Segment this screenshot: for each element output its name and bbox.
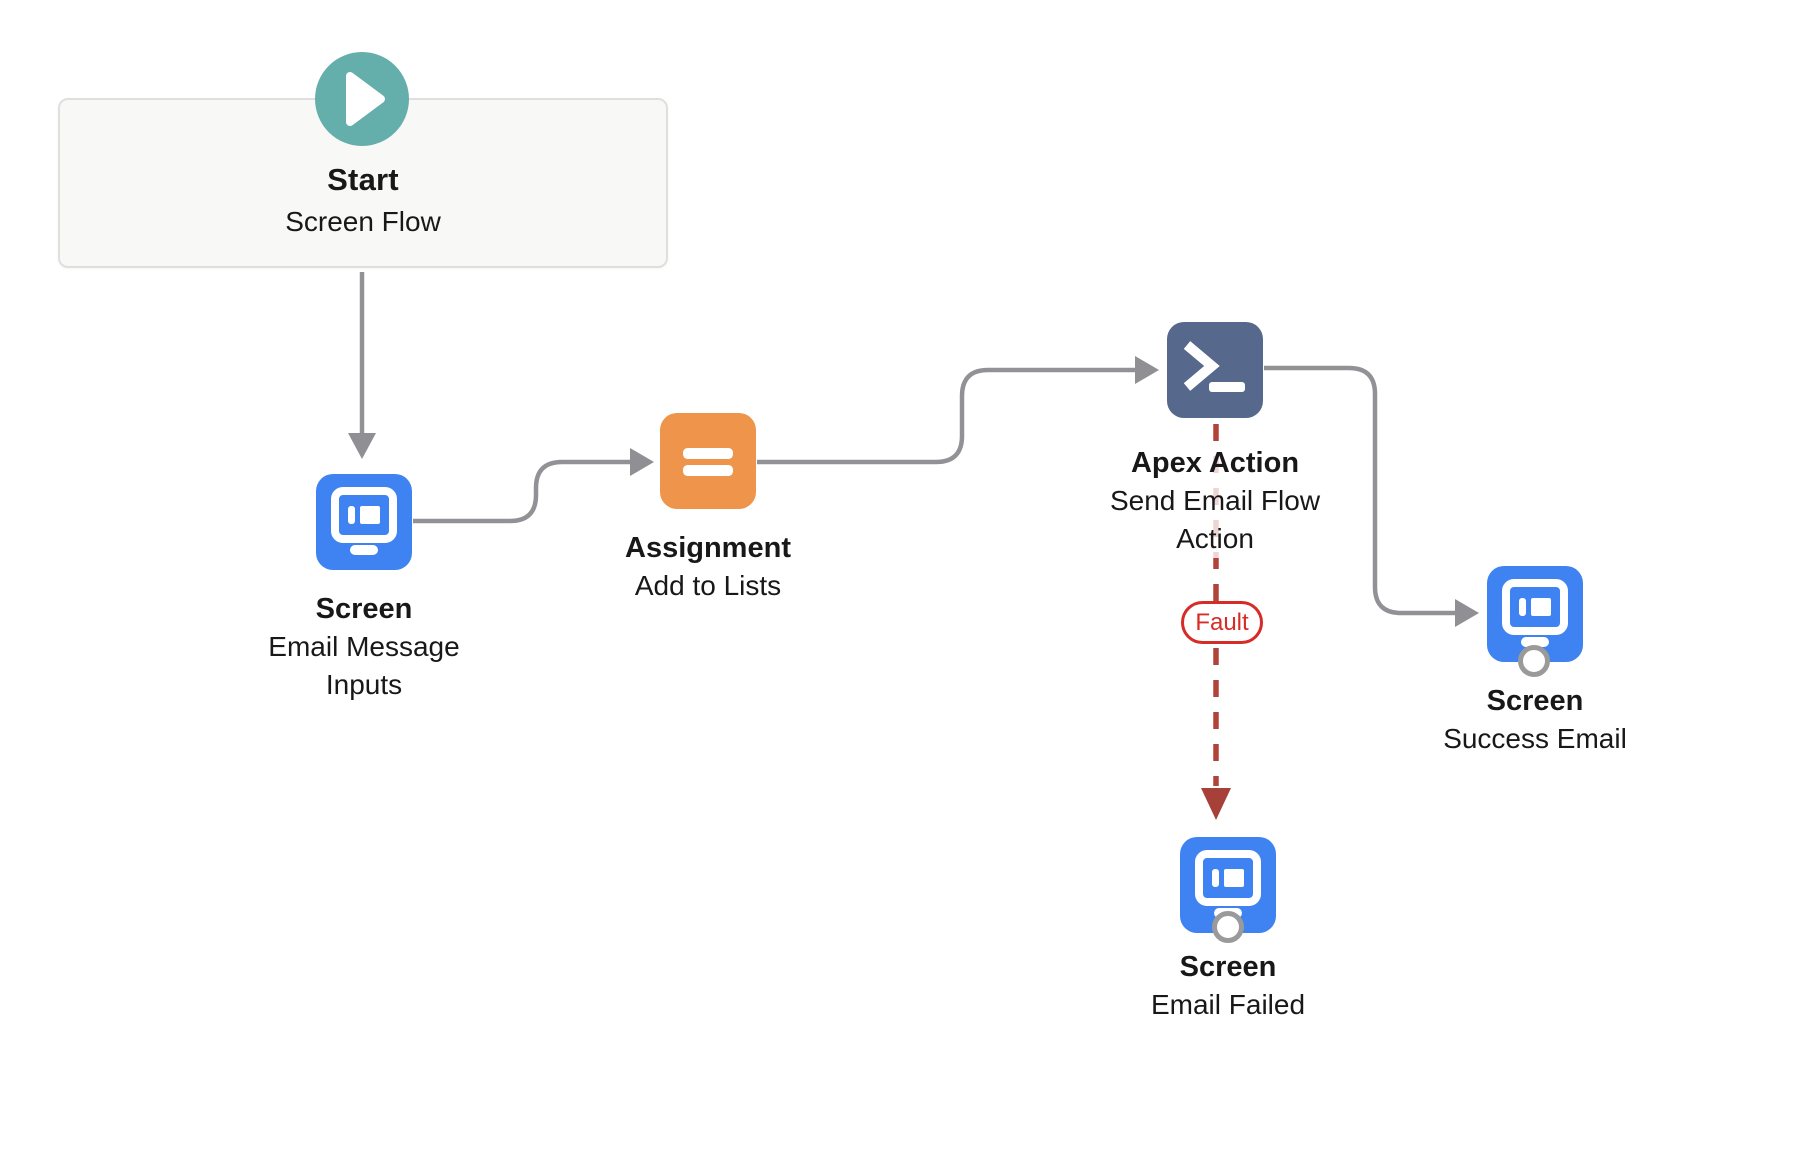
fault-badge-label: Fault (1195, 608, 1249, 636)
node-label-email-message-inputs: Screen Email Message Inputs (234, 590, 494, 704)
node-label-email-failed: Screen Email Failed (1098, 948, 1358, 1024)
play-icon[interactable] (315, 52, 409, 146)
node-name-label: Add to Lists (634, 570, 782, 601)
node-type-label: Assignment (625, 532, 791, 564)
node-name-label: Email Message Inputs (268, 631, 460, 700)
node-type-label: Screen (1179, 951, 1277, 983)
node-name-label: Success Email (1443, 723, 1627, 754)
node-label-add-to-lists: Assignment Add to Lists (578, 529, 838, 605)
end-port-circle[interactable] (1518, 645, 1550, 677)
end-port-circle[interactable] (1212, 911, 1244, 943)
fault-connector-badge: Fault (1181, 601, 1263, 644)
start-subtitle: Screen Flow (285, 206, 441, 237)
node-label-send-email-flow-action: Apex Action Send Email Flow Action (1085, 444, 1345, 558)
node-type-label: Apex Action (1130, 447, 1300, 479)
node-type-label: Screen (315, 593, 413, 625)
arrowhead-right-icon (630, 448, 654, 476)
node-type-label: Screen (1486, 685, 1584, 717)
assignment-icon[interactable] (660, 413, 756, 509)
screen-icon[interactable] (316, 474, 412, 570)
arrowhead-right-icon (1135, 356, 1159, 384)
arrowhead-down-fault-icon (1201, 788, 1231, 820)
node-label-success-email: Screen Success Email (1405, 682, 1665, 758)
node-name-label: Email Failed (1150, 989, 1306, 1020)
arrowhead-down-icon (348, 433, 376, 459)
apex-terminal-icon[interactable] (1167, 322, 1263, 418)
connector-screen-to-assignment (413, 448, 654, 524)
connector-start-to-screen (348, 272, 376, 459)
start-title: Start (327, 162, 399, 197)
node-name-label: Send Email Flow Action (1109, 485, 1321, 554)
arrowhead-right-icon (1455, 599, 1479, 627)
